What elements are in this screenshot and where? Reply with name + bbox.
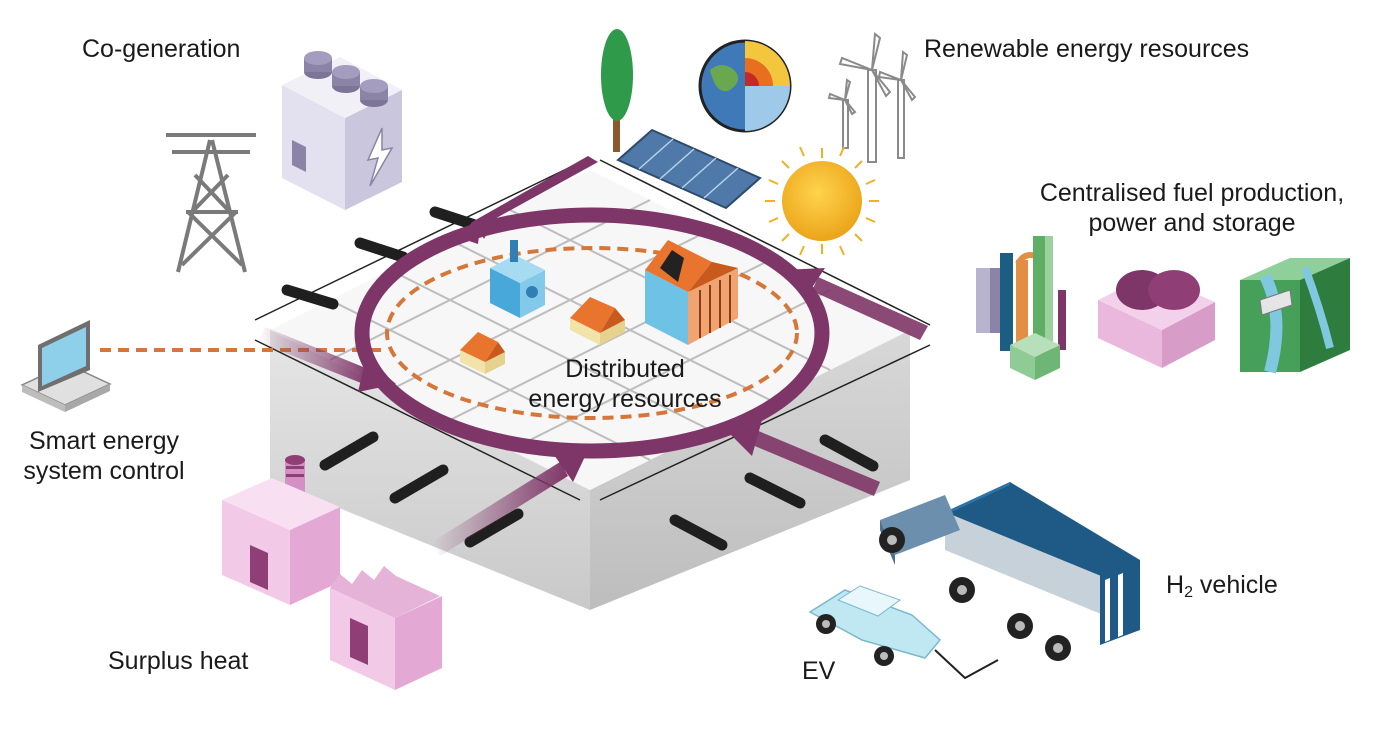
arrow-left [258,327,396,392]
tree-icon [601,29,633,152]
distributed-label-line1: Distributed [565,355,685,383]
computer-icon [20,320,112,412]
smart-control-label-line1: Smart energy [28,427,180,455]
gas-storage-icon [1098,270,1215,368]
refinery-icon [976,236,1066,380]
solar-panel-icon [616,128,762,210]
pylon-icon [166,133,256,273]
distributed-label: Distributed energy resources [520,354,730,414]
arrow-top [460,156,598,244]
h2-vehicle-label: H2 vehicle [1166,570,1278,608]
distributed-label-line2: energy resources [528,385,722,413]
flow-arrows [258,156,928,556]
energy-ring [354,207,830,459]
h2-vehicle-suffix: vehicle [1192,571,1278,599]
hydro-dam-icon [1240,258,1350,374]
co-generation-label: Co-generation [82,35,241,63]
truck-icon [879,482,1140,661]
sun-icon [765,146,879,256]
smart-control-label-line2: system control [23,457,185,485]
arrow-right [782,268,928,340]
surplus-heat-label: Surplus heat [108,647,249,675]
smart-control-label: Smart energy system control [6,426,202,486]
cogeneration-plant-icon [282,51,402,210]
arrow-bottom-right [728,420,880,496]
arrow-bottom-left [432,450,588,556]
dashed-links [100,246,799,420]
centralised-label-line1: Centralised fuel production, [1039,179,1345,207]
centralised-label-line2: power and storage [1088,209,1296,237]
centralised-label: Centralised fuel production, power and s… [1022,178,1362,238]
wind-turbine-icon [827,32,917,163]
renewable-label: Renewable energy resources [924,35,1250,63]
house-icon [460,240,738,374]
factory-icon [222,455,442,690]
car-icon [808,585,999,680]
ev-label: EV [802,657,836,685]
h2-vehicle-prefix: H [1166,571,1185,599]
geothermal-earth-icon [698,39,792,133]
h2-vehicle-subscript: 2 [1184,584,1193,601]
